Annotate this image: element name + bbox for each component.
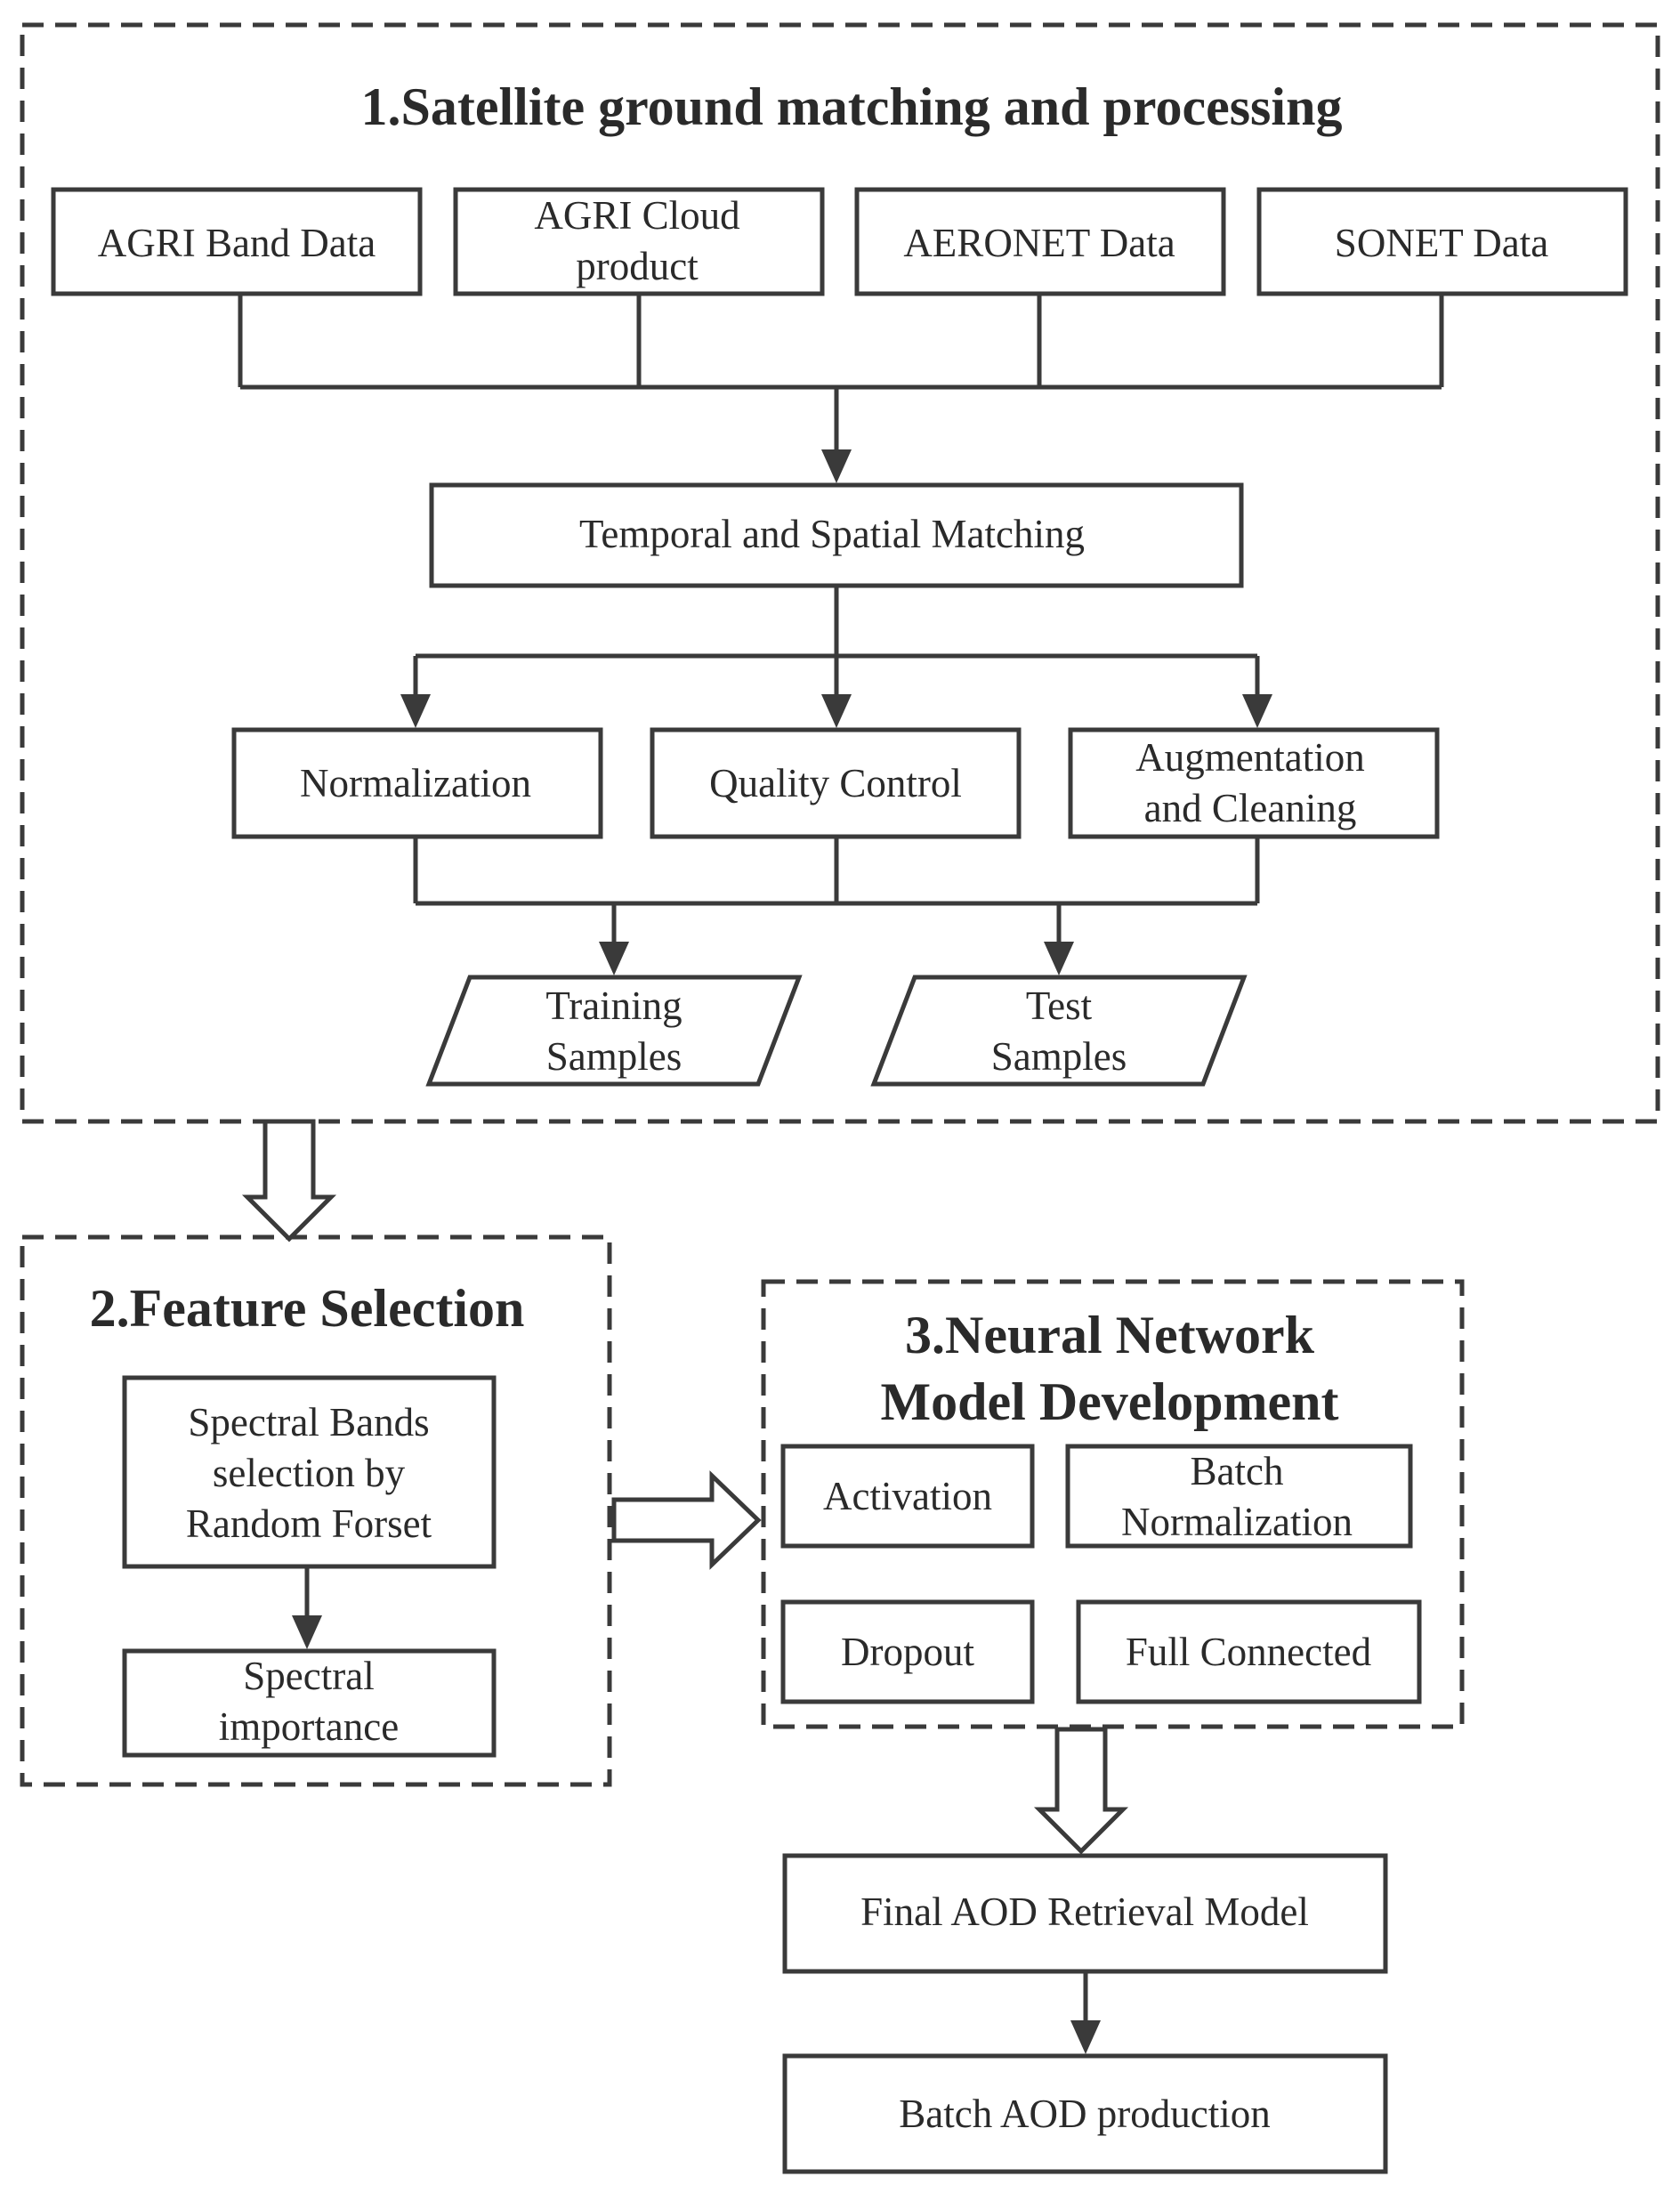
batch-production-label: Batch AOD production [899,2092,1270,2136]
augmentation-label-line1: Augmentation [1135,735,1364,780]
agri-cloud-product-box: AGRI Cloud product [453,187,825,296]
dropout-label: Dropout [841,1630,974,1674]
arrow-head [821,694,852,728]
agri-cloud-label-line1: AGRI Cloud [534,193,739,238]
aeronet-data-label: AERONET Data [903,221,1175,265]
training-samples-line1: Training [545,983,682,1028]
batch-normalization-line1: Batch [1191,1449,1284,1493]
temporal-spatial-matching-box: Temporal and Spatial Matching [429,482,1244,588]
full-connected-box: Full Connected [1076,1599,1422,1704]
agri-cloud-label-line2: product [576,244,699,288]
training-samples-shape: Training Samples [425,975,803,1087]
training-samples-line2: Samples [546,1034,682,1079]
arrow-head [599,942,629,975]
section-2-container [20,1234,612,1787]
full-connected-label: Full Connected [1126,1630,1371,1674]
arrow-head [1242,694,1272,728]
arrow-head [400,694,431,728]
batch-aod-production-box: Batch AOD production [782,2053,1388,2174]
arrow-head [292,1615,322,1649]
agri-band-data-label: AGRI Band Data [98,221,376,265]
hollow-arrow-down-section1-to-2 [241,1119,337,1242]
activation-box: Activation [780,1444,1035,1549]
section-3-title-line2: Model Development [881,1372,1339,1431]
section-3-container [761,1279,1465,1729]
spectral-importance-line1: Spectral [243,1654,374,1698]
normalization-box: Normalization [231,727,603,839]
hollow-arrow-right-section2-to-3 [611,1470,762,1570]
activation-label: Activation [823,1474,992,1518]
arrow-head [821,449,852,483]
section-1-container [20,22,1660,1124]
hollow-arrow-down-section3-to-final [1033,1727,1129,1855]
arrow-head [1044,942,1074,975]
test-samples-shape: Test Samples [870,975,1248,1087]
section-2-title: 2.Feature Selection [90,1279,525,1338]
batch-normalization-box: Batch Normalization [1065,1444,1413,1549]
sonet-data-label: SONET Data [1335,221,1548,265]
aeronet-data-box: AERONET Data [854,187,1226,296]
arrow-head [1070,2020,1101,2054]
agri-band-data-box: AGRI Band Data [51,187,423,296]
test-samples-line1: Test [1026,983,1093,1028]
dropout-box: Dropout [780,1599,1035,1704]
matching-label: Temporal and Spatial Matching [579,512,1085,556]
final-aod-retrieval-model-box: Final AOD Retrieval Model [782,1853,1388,1974]
sonet-data-box: SONET Data [1256,187,1628,296]
section-1-title: 1.Satellite ground matching and processi… [361,77,1343,136]
quality-control-box: Quality Control [650,727,1022,839]
final-model-label: Final AOD Retrieval Model [860,1890,1309,1934]
spectral-bands-line2: selection by [213,1451,406,1495]
batch-normalization-line2: Normalization [1121,1500,1353,1544]
spectral-bands-line1: Spectral Bands [188,1400,429,1444]
spectral-bands-line3: Random Forset [186,1501,432,1546]
normalization-label: Normalization [300,761,531,805]
spectral-importance-box: Spectral importance [122,1648,497,1758]
spectral-bands-selection-box: Spectral Bands selection by Random Forse… [122,1375,497,1569]
section-3-title-line1: 3.Neural Network [905,1306,1315,1364]
quality-control-label: Quality Control [709,761,962,805]
augmentation-cleaning-box: Augmentation and Cleaning [1068,727,1440,839]
test-samples-line2: Samples [991,1034,1127,1079]
spectral-importance-line2: importance [219,1704,399,1749]
augmentation-label-line2: and Cleaning [1144,786,1357,830]
